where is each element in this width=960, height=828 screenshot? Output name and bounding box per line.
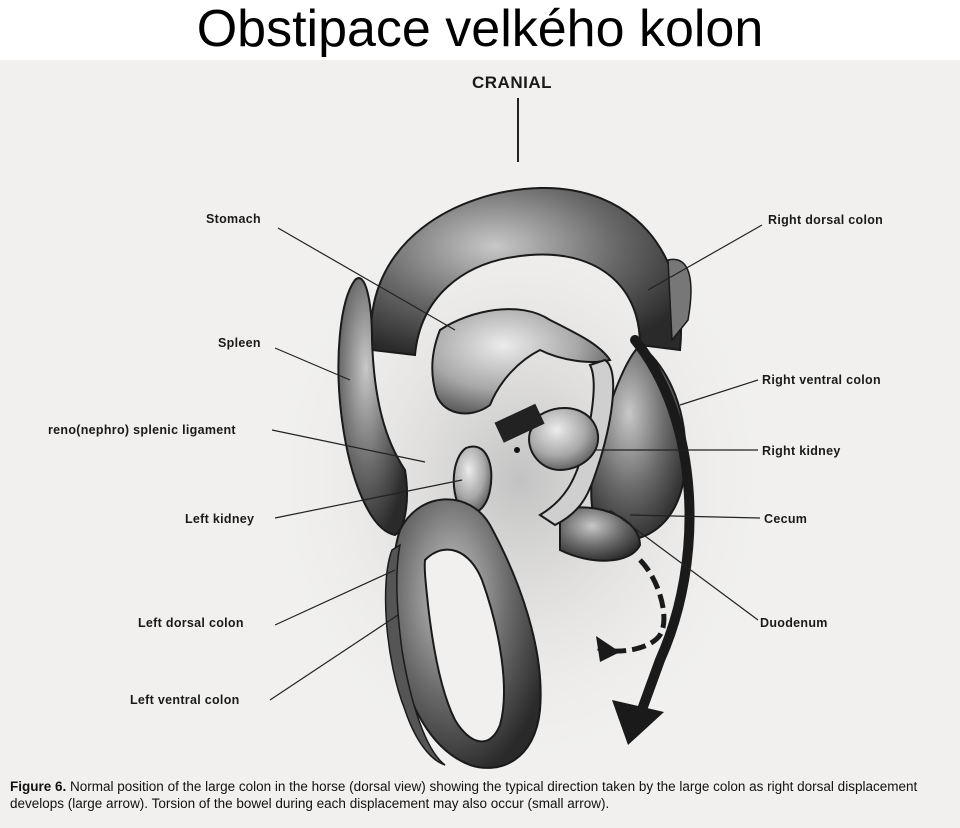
left-ventral-colon-label: Left ventral colon [130,693,240,707]
duodenum-shape [538,358,615,527]
spleen-leader [274,347,351,381]
duodenum-leader [609,509,759,621]
marker-dot [514,447,520,453]
left-ventral-colon-shape [384,543,446,766]
cecum-label: Cecum [764,512,807,526]
anatomy-figure: CRANIAL [0,60,960,828]
right-dorsal-colon-leader [647,224,763,291]
duodenum-label: Duodenum [760,616,828,630]
stomach-label: Stomach [206,212,261,226]
left-kidney-leader [274,479,463,519]
displacement-arrow [630,335,695,720]
left-kidney-label: Left kidney [185,512,254,526]
reno-splenic-ligament-label: reno(nephro) splenic ligament [48,423,236,437]
cranial-label: CRANIAL [472,73,552,92]
cecum-leader [629,514,761,519]
left-ventral-colon-leader [269,614,399,701]
anatomy-diagram: CRANIAL [48,73,883,780]
stomach-shape [431,308,612,415]
slide-title: Obstipace velkého kolon [196,0,764,58]
stomach-leader [277,227,456,331]
left-dorsal-colon-leader [274,569,396,626]
vessel-stub [494,403,545,443]
colon-flap [667,258,692,343]
right-kidney-shape [528,406,600,472]
left-dorsal-colon-label: Left dorsal colon [138,616,244,630]
right-ventral-colon-leader [679,379,759,406]
figure-caption-text: Normal position of the large colon in th… [10,779,918,811]
figure-number: Figure 6. [10,779,67,794]
spleen-label: Spleen [218,336,261,350]
displacement-arrowhead [612,700,664,745]
ligament-leader [271,429,426,463]
right-ventral-colon-label: Right ventral colon [762,373,881,387]
colon-loop-lumen [423,548,505,743]
cecum-shape [559,506,642,562]
right-dorsal-colon-label: Right dorsal colon [768,213,883,227]
torsion-arrowhead [596,636,620,662]
right-kidney-label: Right kidney [762,444,841,458]
figure-caption: Figure 6. Normal position of the large c… [10,778,955,812]
